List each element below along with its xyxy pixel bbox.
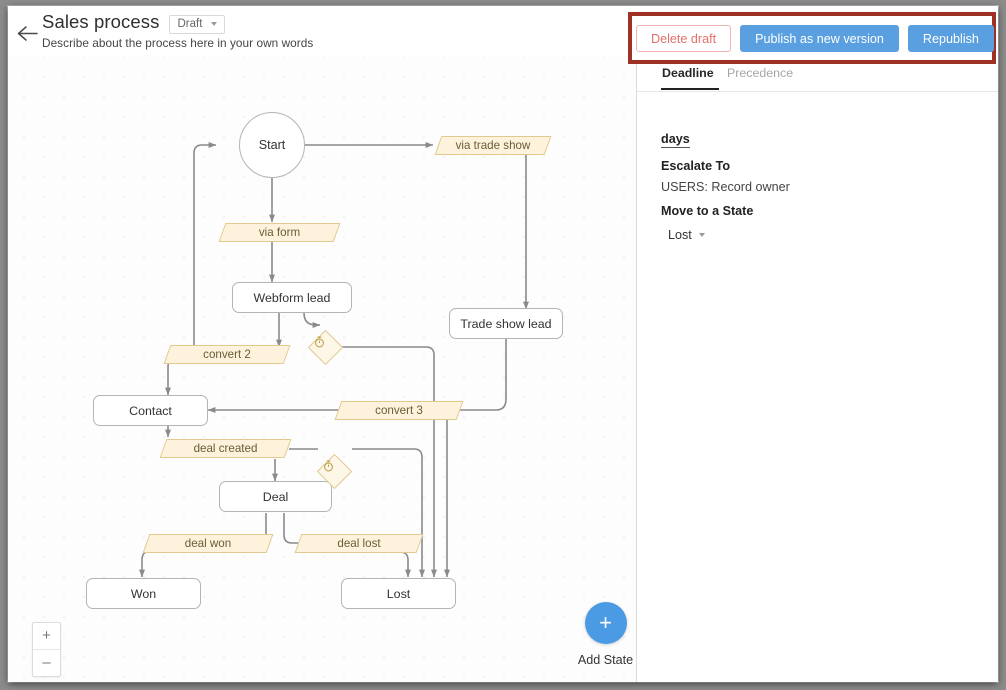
blueprint-canvas[interactable]: Start Webform lead Trade show lead Conta… — [8, 57, 637, 682]
transition-label: deal won — [184, 537, 232, 550]
transition-label: via form — [258, 226, 301, 239]
days-field[interactable]: days — [661, 132, 690, 148]
header-actions: Delete draft Publish as new version Repu… — [636, 25, 994, 52]
chevron-down-icon — [698, 233, 705, 237]
transition-convert-3[interactable]: convert 3 — [334, 401, 464, 420]
transition-deal-won[interactable]: deal won — [142, 534, 274, 553]
node-label: Start — [258, 138, 286, 152]
transition-label: convert 2 — [203, 348, 251, 361]
page-subtitle: Describe about the process here in your … — [42, 36, 314, 50]
status-badge-dropdown[interactable]: Draft — [168, 14, 226, 34]
stopwatch-icon — [314, 336, 337, 359]
transition-label: via trade show — [455, 139, 531, 152]
node-label: Contact — [129, 403, 172, 418]
add-state-control: + Add State — [553, 602, 636, 667]
page-header: Sales process Draft Describe about the p… — [8, 6, 998, 64]
add-state-button[interactable]: + — [584, 602, 627, 644]
status-badge-label: Draft — [177, 17, 203, 30]
timer-node-2[interactable] — [316, 453, 353, 490]
move-to-state-select[interactable]: Lost — [668, 228, 705, 242]
title-block: Sales process Draft Describe about the p… — [42, 11, 313, 50]
zoom-out-button[interactable]: – — [42, 654, 51, 671]
node-contact[interactable]: Contact — [93, 395, 208, 426]
panel-tabs: Deadline Precedence — [637, 57, 998, 92]
node-webform-lead[interactable]: Webform lead — [232, 282, 352, 313]
zoom-controls: + – — [32, 622, 61, 677]
move-to-state-label: Move to a State — [661, 204, 754, 218]
move-to-state-value: Lost — [668, 228, 692, 242]
title-row: Sales process Draft — [42, 11, 313, 34]
app-window: Sales process Draft Describe about the p… — [8, 6, 998, 682]
plus-icon: + — [599, 610, 612, 635]
escalate-to-label: Escalate To — [661, 159, 731, 173]
zoom-in-button[interactable]: + — [33, 623, 60, 650]
tab-active-indicator — [661, 88, 719, 90]
node-label: Deal — [262, 489, 289, 504]
back-button[interactable] — [14, 21, 42, 45]
transition-label: convert 3 — [375, 404, 423, 417]
node-won[interactable]: Won — [86, 578, 201, 609]
page-title: Sales process — [42, 11, 160, 32]
delete-draft-button[interactable]: Delete draft — [636, 25, 732, 52]
node-label: Lost — [386, 586, 411, 601]
transition-via-form[interactable]: via form — [218, 223, 341, 242]
transition-convert-2[interactable]: convert 2 — [163, 345, 291, 364]
node-deal[interactable]: Deal — [219, 481, 332, 512]
transition-deal-lost[interactable]: deal lost — [294, 534, 424, 553]
tab-deadline[interactable]: Deadline — [662, 66, 714, 80]
details-panel: Deadline Precedence days Escalate To USE… — [637, 57, 998, 682]
escalate-to-value: USERS: Record owner — [661, 180, 790, 194]
node-label: Trade show lead — [460, 316, 552, 331]
republish-button[interactable]: Republish — [907, 25, 994, 52]
arrow-left-icon — [17, 25, 38, 41]
transition-via-trade-show[interactable]: via trade show — [434, 136, 552, 155]
connector-layer — [138, 142, 529, 578]
transition-deal-created[interactable]: deal created — [159, 439, 292, 458]
add-state-label: Add State — [577, 653, 634, 667]
stopwatch-icon — [323, 460, 346, 483]
node-start[interactable]: Start — [239, 112, 305, 178]
transition-label: deal lost — [337, 537, 381, 550]
node-trade-show-lead[interactable]: Trade show lead — [449, 308, 563, 339]
timer-node-1[interactable] — [307, 329, 344, 366]
node-label: Webform lead — [253, 290, 331, 305]
publish-as-new-version-button[interactable]: Publish as new version — [740, 25, 899, 52]
node-lost[interactable]: Lost — [341, 578, 456, 609]
chevron-down-icon — [211, 21, 218, 26]
tab-precedence[interactable]: Precedence — [727, 66, 794, 80]
transition-label: deal created — [193, 442, 258, 455]
node-label: Won — [130, 586, 157, 601]
